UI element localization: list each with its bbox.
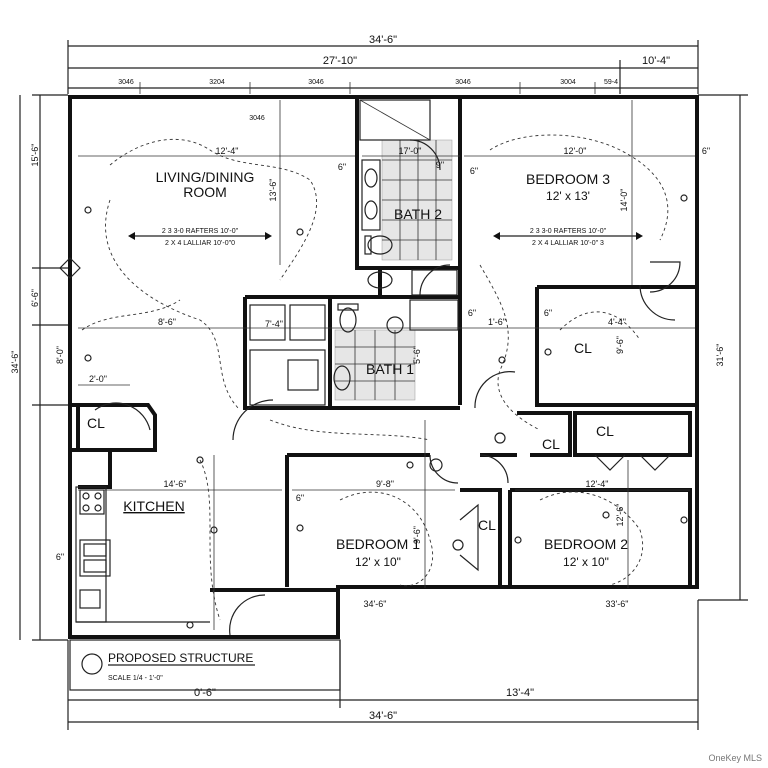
bed3-joist-note: 2 X 4 LALLIAR 10'-0" 3 — [532, 240, 604, 247]
dim-bottom-overall: 34'-6" — [369, 710, 397, 722]
bottom-dimension-lines — [67, 600, 699, 730]
dim-living-depth: 13'-6" — [268, 179, 278, 202]
dim-bath2-offset: 6" — [338, 162, 346, 172]
dim-overall-top: 34'-6" — [369, 34, 397, 46]
dim-bedroom1-width: 9'-8" — [376, 479, 394, 489]
bedroom2-size: 12' x 10" — [563, 555, 609, 569]
dim-closet-offset: 6" — [544, 308, 552, 318]
kitchen-label: KITCHEN — [123, 498, 184, 514]
closet-hall-label: CL — [542, 436, 560, 452]
dim-hall-width: 8'-6" — [158, 317, 176, 327]
bedroom2-label: BEDROOM 2 — [544, 536, 628, 552]
dim-bedroom2-width: 12'-4" — [586, 479, 609, 489]
window-tag-2: 3204 — [209, 79, 225, 86]
dim-bedroom1-bottom: 34'-6" — [364, 599, 387, 609]
dim-bath-mid: 7'-4" — [265, 319, 283, 329]
door-swings — [94, 139, 681, 636]
dim-bedroom3-width: 12'-0" — [564, 146, 587, 156]
bedroom3-label: BEDROOM 3 — [526, 171, 610, 187]
window-tag-6: 59-4 — [604, 79, 618, 86]
dim-closet-depth: 9'-6" — [615, 336, 625, 354]
rafter-arrows — [128, 232, 643, 240]
window-tag-1: 3046 — [118, 79, 134, 86]
dim-hall-depth: 9'-6" — [412, 526, 422, 544]
living-room-label-2: ROOM — [183, 184, 227, 200]
top-dimension-lines — [67, 40, 699, 94]
interior-dimension-lines — [78, 100, 695, 630]
bath2-fixtures — [359, 99, 458, 296]
dim-right-overall: 31'-6" — [715, 344, 725, 367]
electrical-symbols — [59, 194, 688, 629]
bath1-fixtures — [249, 299, 459, 406]
exterior-walls — [68, 95, 699, 639]
dim-left-overall: 34'-6" — [10, 351, 20, 374]
dim-bedroom2-bottom: 33'-6" — [606, 599, 629, 609]
bed3-rafter-note: 2 3 3-0 RAFTERS 10'-0" — [530, 228, 607, 235]
bedroom1-label: BEDROOM 1 — [336, 536, 420, 552]
dim-bath2-width: 17'-0" — [399, 146, 422, 156]
title-block — [69, 639, 341, 691]
dim-left-upper: 15'-6" — [30, 144, 40, 167]
bath2-label: BATH 2 — [394, 206, 442, 222]
dim-upper-left: 27'-10" — [323, 55, 357, 67]
dim-bed3-offset: 6" — [470, 166, 478, 176]
living-rafter-note: 2 3 3-0 RAFTERS 10'-0" — [162, 228, 239, 235]
dim-bottom-right: 13'-4" — [506, 687, 534, 699]
bath1-label: BATH 1 — [366, 361, 414, 377]
bedroom1-size: 12' x 10" — [355, 555, 401, 569]
bath2-tile-floor — [381, 139, 453, 261]
living-joist-note: 2 X 4 LALLIAR 10'-0"0 — [165, 240, 235, 247]
dim-bath1: 5'-6" — [412, 346, 422, 364]
dim-left-lower: 6" — [56, 552, 64, 562]
closet-bedroom-label: CL — [478, 517, 496, 533]
dim-left-mid: 6'-6" — [30, 289, 40, 307]
dim-bed1-offset: 6" — [296, 493, 304, 503]
closet-mid-label: CL — [596, 423, 614, 439]
title-text: PROPOSED STRUCTURE — [108, 651, 253, 665]
scale-text: SCALE 1/4 - 1'-0" — [108, 675, 163, 682]
window-tag-5: 3004 — [560, 79, 576, 86]
dim-vert-note: 8'-0" — [55, 346, 65, 364]
dim-left-small: 2'-0" — [89, 374, 107, 384]
window-tag-7: 3046 — [249, 115, 265, 122]
closet-left-label: CL — [87, 415, 105, 431]
window-tag-3: 3046 — [308, 79, 324, 86]
electrical-wiring — [81, 134, 669, 621]
dim-bath-mid2: 1'-6" — [488, 317, 506, 327]
closet-bedroom3-label: CL — [574, 340, 592, 356]
dim-bedroom2-depth: 12'-6" — [615, 504, 625, 527]
dim-closet-width: 4'-4" — [608, 317, 626, 327]
bedroom3-size: 12' x 13' — [546, 189, 590, 203]
dim-bedroom3-depth: 14'-0" — [619, 189, 629, 212]
dim-bottom-left: 0'-6" — [194, 687, 216, 699]
kitchen-fixtures — [75, 486, 210, 623]
left-dimension-lines — [19, 94, 68, 641]
living-room-label: LIVING/DINING — [156, 169, 255, 185]
dim-bath2-door: 9" — [436, 160, 444, 170]
watermark: OneKey MLS — [708, 753, 762, 763]
dim-kitchen-width: 14'-6" — [164, 479, 187, 489]
dim-right-offset: 6" — [702, 146, 710, 156]
bath1-tile-floor — [334, 329, 416, 401]
dim-living-width: 12'-4" — [216, 146, 239, 156]
right-dimension-lines — [698, 94, 748, 601]
window-tag-4: 3046 — [455, 79, 471, 86]
dim-upper-right: 10'-4" — [642, 55, 670, 67]
dim-bath1-offset: 6" — [468, 308, 476, 318]
